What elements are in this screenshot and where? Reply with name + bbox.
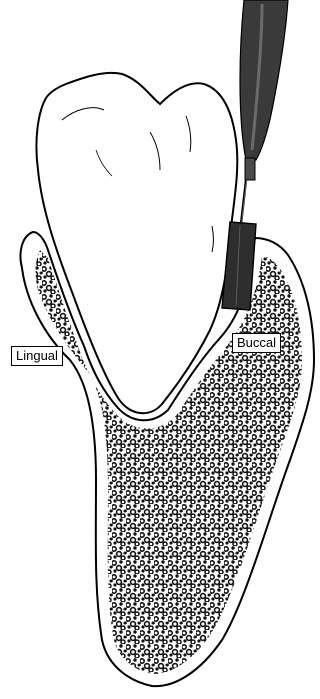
lingual-label: Lingual: [11, 346, 63, 366]
buccal-label: Buccal: [232, 333, 281, 353]
